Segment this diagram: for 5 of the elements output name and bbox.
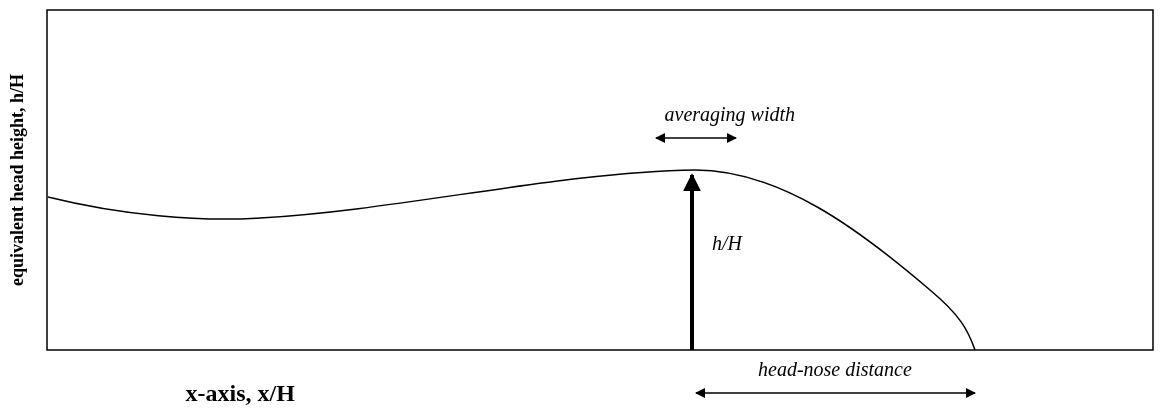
dimension-label: head-nose distance xyxy=(758,358,912,380)
axis-label: equivalent head height, h/H xyxy=(8,73,28,286)
axis-label: x-axis, x/H xyxy=(185,380,295,407)
dimension-label: averaging width xyxy=(664,103,796,125)
dimension-label: h/H xyxy=(712,232,742,254)
